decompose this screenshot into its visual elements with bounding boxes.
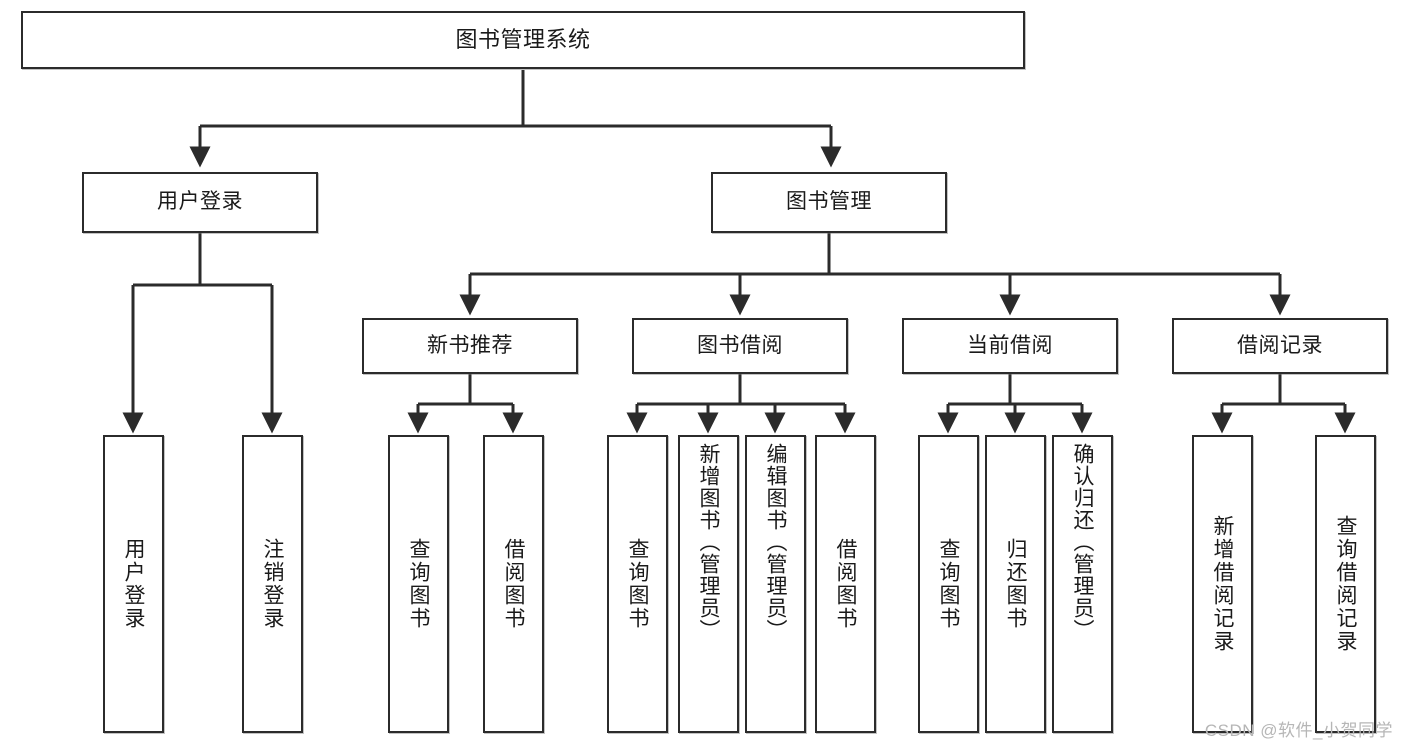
node-label: 新增图书（管理员） (697, 443, 720, 641)
node-label: 当前借阅 (967, 333, 1053, 357)
leaf-current-return-book[interactable]: 归还图书 (985, 435, 1046, 733)
node-label: 查询图书 (626, 538, 649, 630)
node-borrow-record[interactable]: 借阅记录 (1172, 318, 1388, 374)
leaf-current-query-book[interactable]: 查询图书 (918, 435, 979, 733)
node-label: 借阅图书 (834, 538, 857, 630)
leaf-borrow-query-book[interactable]: 查询图书 (607, 435, 668, 733)
leaf-borrow-edit-book-admin[interactable]: 编辑图书（管理员） (745, 435, 806, 733)
node-root-book-management-system[interactable]: 图书管理系统 (21, 11, 1025, 69)
node-label: 新书推荐 (427, 333, 513, 357)
node-current-borrow[interactable]: 当前借阅 (902, 318, 1118, 374)
node-label: 图书借阅 (697, 333, 783, 357)
leaf-record-add-record[interactable]: 新增借阅记录 (1192, 435, 1253, 733)
leaf-borrow-borrow-book[interactable]: 借阅图书 (815, 435, 876, 733)
node-label: 图书管理 (786, 190, 872, 214)
leaf-new-book-query[interactable]: 查询图书 (388, 435, 449, 733)
node-label: 注销登录 (261, 538, 284, 630)
node-label: 借阅记录 (1237, 333, 1323, 357)
leaf-borrow-add-book-admin[interactable]: 新增图书（管理员） (678, 435, 739, 733)
node-new-book-recommend[interactable]: 新书推荐 (362, 318, 578, 374)
node-user-login[interactable]: 用户登录 (82, 172, 318, 233)
leaf-current-confirm-return-admin[interactable]: 确认归还（管理员） (1052, 435, 1113, 733)
node-label: 查询借阅记录 (1334, 515, 1357, 653)
node-label: 归还图书 (1004, 538, 1027, 630)
watermark: CSDN @软件_小贺同学 (1204, 721, 1393, 740)
leaf-new-book-borrow[interactable]: 借阅图书 (483, 435, 544, 733)
node-label: 用户登录 (157, 190, 243, 214)
node-label: 新增借阅记录 (1211, 515, 1234, 653)
node-book-borrow[interactable]: 图书借阅 (632, 318, 848, 374)
node-label: 查询图书 (937, 538, 960, 630)
node-book-management[interactable]: 图书管理 (711, 172, 947, 233)
leaf-user-login-login[interactable]: 用户登录 (103, 435, 164, 733)
leaf-user-login-logout[interactable]: 注销登录 (242, 435, 303, 733)
node-label: 确认归还（管理员） (1071, 443, 1094, 641)
node-label: 查询图书 (407, 538, 430, 630)
node-label: 图书管理系统 (455, 27, 591, 53)
leaf-record-query-record[interactable]: 查询借阅记录 (1315, 435, 1376, 733)
node-label: 借阅图书 (502, 538, 525, 630)
node-label: 编辑图书（管理员） (764, 443, 787, 641)
node-label: 用户登录 (122, 538, 145, 630)
